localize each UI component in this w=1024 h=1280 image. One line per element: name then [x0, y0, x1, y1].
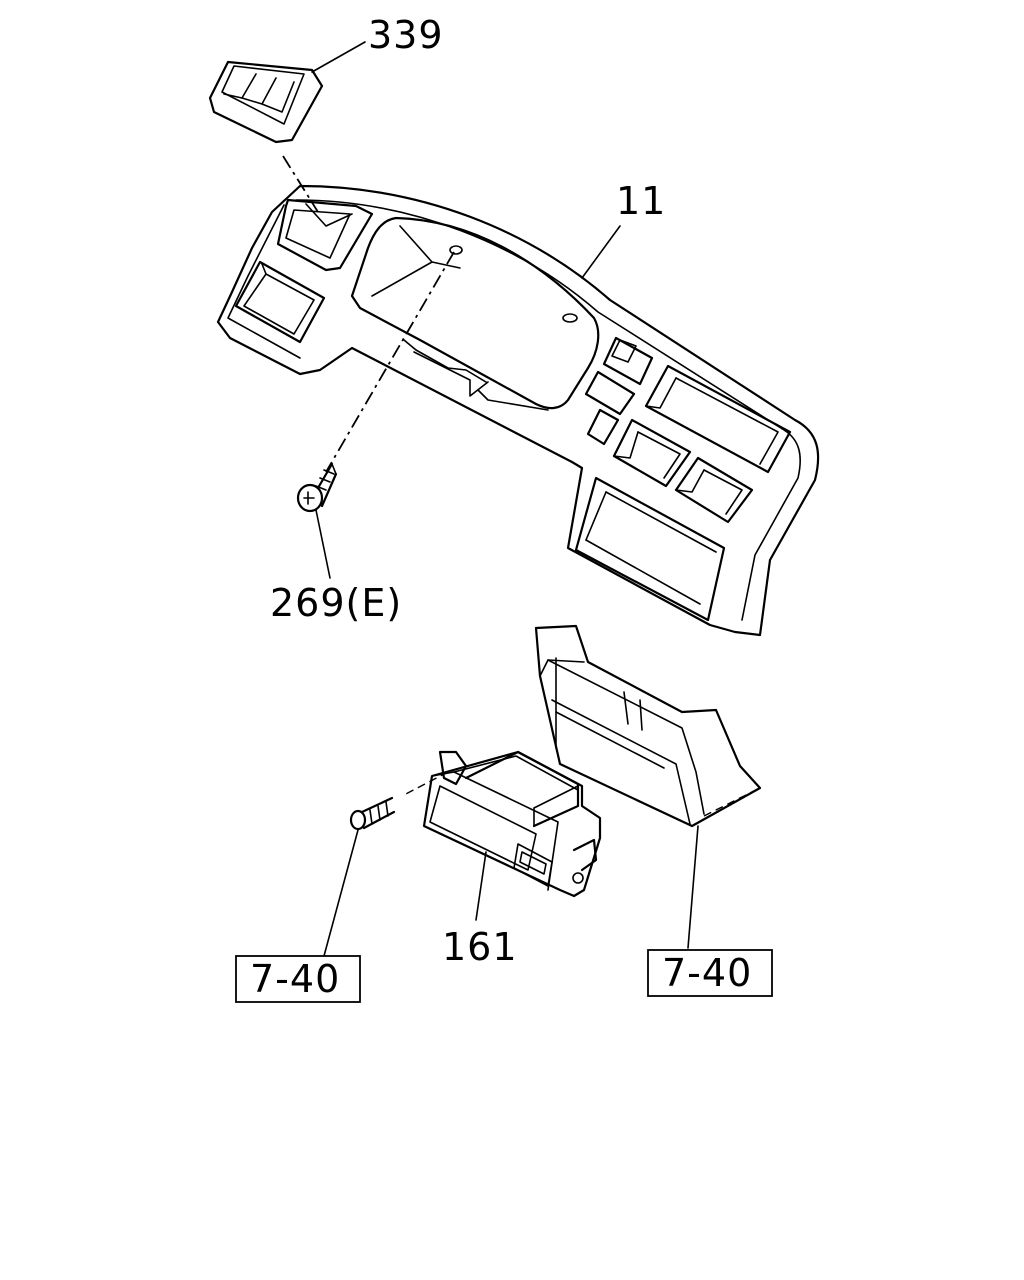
leader-161	[475, 851, 487, 921]
ref-label-left: 7-40	[250, 957, 340, 1001]
assembly-line-269	[325, 251, 455, 473]
leader-339	[311, 41, 366, 73]
leader-11	[581, 225, 621, 279]
leader-269	[315, 509, 331, 579]
console-bracket[interactable]	[534, 624, 762, 828]
label-269: 269(E)	[270, 581, 402, 625]
label-11: 11	[616, 179, 666, 223]
assembly-line-339	[282, 155, 319, 213]
switch-bezel-339[interactable]	[208, 60, 324, 144]
ref-label-right: 7-40	[662, 951, 752, 995]
screw-161[interactable]	[349, 796, 396, 831]
screw-269[interactable]	[296, 462, 338, 513]
leader-bracket	[687, 825, 699, 949]
audio-unit-161[interactable]	[401, 750, 602, 898]
leader-screw-161	[323, 829, 359, 957]
instrument-panel-11[interactable]	[216, 184, 820, 637]
label-339: 339	[368, 13, 444, 57]
label-161: 161	[442, 925, 518, 969]
ref-box-right[interactable]: 7-40	[647, 949, 773, 997]
ref-box-left[interactable]: 7-40	[235, 955, 361, 1003]
